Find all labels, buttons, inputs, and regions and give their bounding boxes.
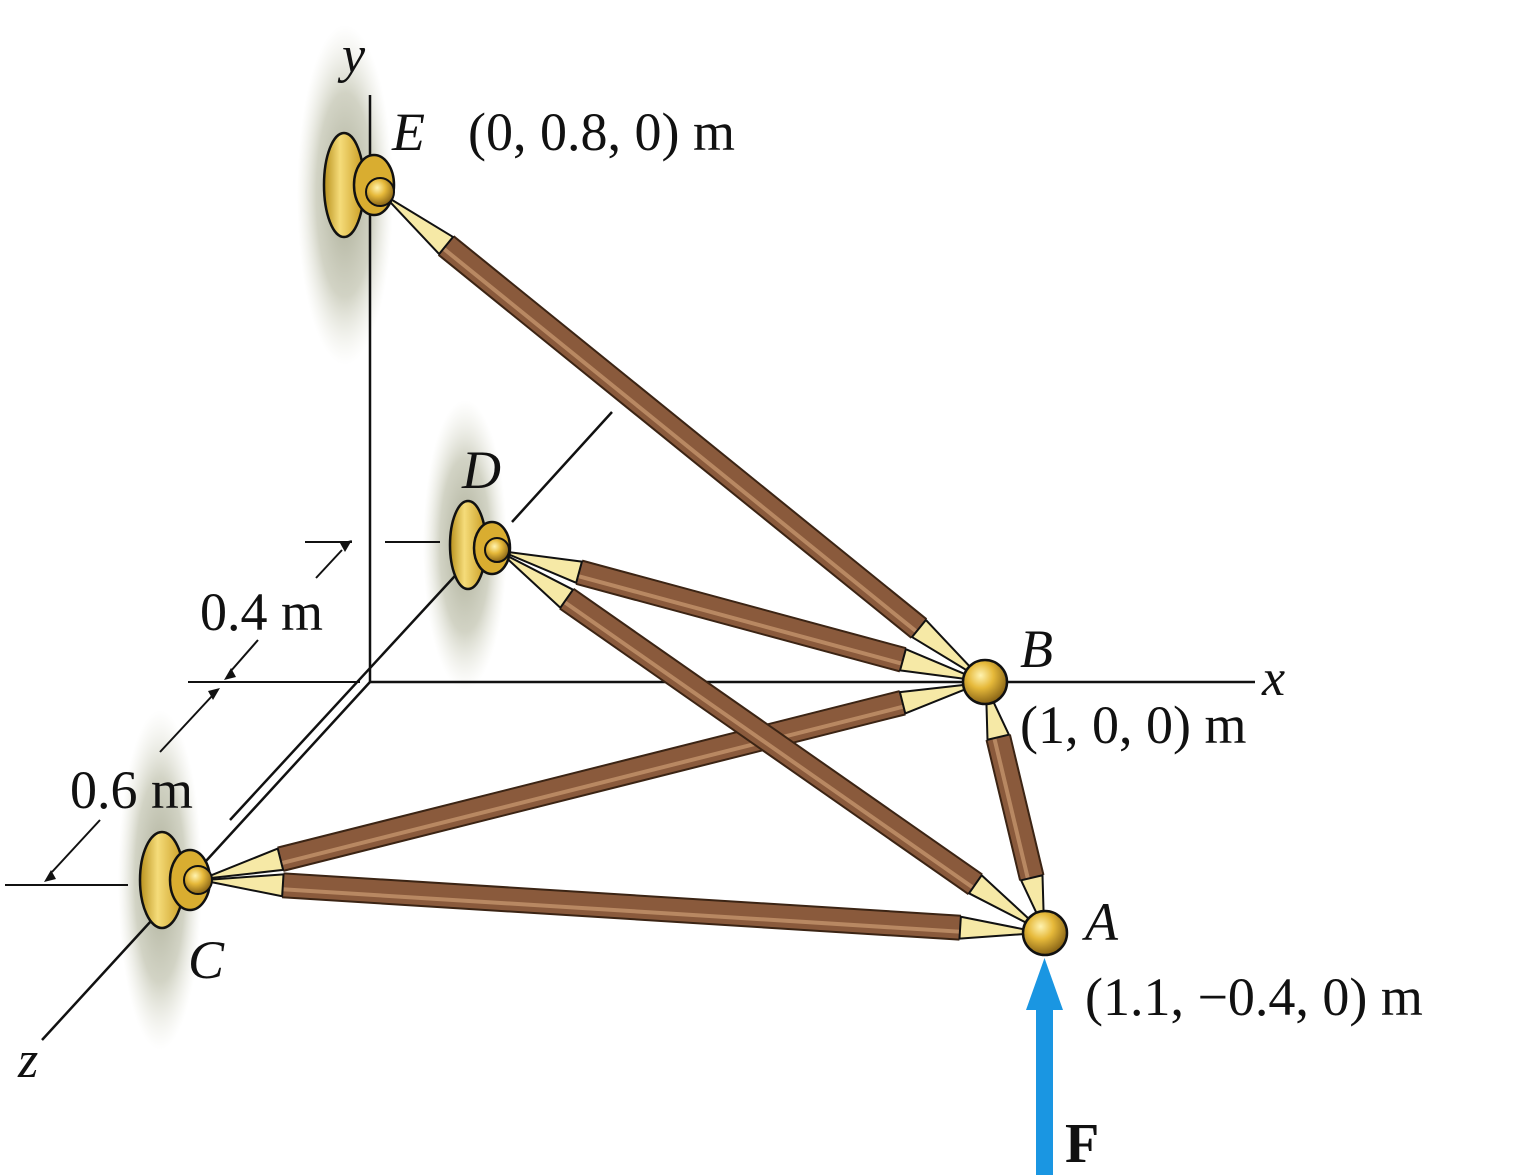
ref-line-upper (511, 411, 613, 523)
member-CA-highlight (282, 887, 961, 934)
member-DA-tip-A (968, 874, 1043, 932)
member-DB (499, 550, 983, 682)
dimension-label-06: 0.6 m (70, 760, 193, 820)
supports (138, 131, 1069, 957)
member-DB-highlight (577, 574, 903, 666)
member-DA-highlight (563, 600, 975, 890)
member-CA-tip-A (958, 915, 1043, 940)
force-label-F: F (1065, 1113, 1099, 1175)
force-arrowhead (1026, 958, 1063, 1010)
member-EB-tip-B (911, 618, 983, 681)
point-label-C: C (188, 930, 225, 990)
member-EB-rod (439, 236, 926, 638)
dim-line-04b (229, 639, 259, 673)
member-CA (200, 872, 1043, 941)
member-BA-highlight (992, 737, 1030, 880)
support-E (322, 131, 396, 239)
d-leader-line (229, 564, 466, 821)
dim-line-04 (315, 549, 343, 579)
point-label-D: D (461, 440, 501, 500)
arrow-04-bottom (224, 668, 236, 680)
coords-B: (1, 0, 0) m (1020, 695, 1246, 755)
member-CA-tip-C (200, 873, 285, 898)
axis-label-z: z (17, 1032, 38, 1089)
member-DA-rod (560, 589, 982, 894)
arrow-06-bottom (44, 870, 56, 882)
coords-E: (0, 0.8, 0) m (468, 102, 735, 162)
joint-B (961, 658, 1009, 706)
point-label-A: A (1082, 892, 1119, 952)
force-F-arrow (1026, 958, 1063, 1175)
member-BA (984, 684, 1046, 931)
dimension-lines (5, 541, 440, 886)
dimension-label-04: 0.4 m (200, 582, 323, 642)
member-DA (499, 551, 1043, 932)
member-DB-tip-D (499, 550, 583, 584)
truss-members (200, 193, 1046, 941)
dim-line-06 (159, 695, 213, 753)
joint-A (1021, 909, 1069, 957)
force-shaft (1036, 1005, 1053, 1175)
member-CB-highlight (280, 704, 905, 866)
support-C (138, 830, 213, 930)
member-CA-rod (282, 874, 961, 939)
member-DB-tip-B (899, 648, 983, 682)
axis-label-y: y (337, 27, 366, 84)
member-DB-rod (576, 561, 906, 671)
axis-label-x: x (1261, 650, 1285, 707)
member-CB (200, 681, 983, 881)
member-EB (382, 193, 983, 681)
member-EB-highlight (442, 247, 918, 634)
arrow-04-top (340, 540, 352, 552)
member-DA-tip-D (499, 551, 574, 609)
point-label-B: B (1020, 619, 1053, 679)
member-BA-rod (987, 734, 1043, 881)
coords-A: (1.1, −0.4, 0) m (1085, 967, 1423, 1027)
member-CB-tip-C (200, 847, 285, 881)
point-label-E: E (391, 102, 425, 162)
member-CB-rod (277, 692, 906, 870)
arrow-06-top (208, 688, 220, 700)
member-CB-tip-B (898, 681, 983, 715)
dim-line-06b (51, 819, 101, 873)
dimension-arrows (44, 540, 352, 882)
member-EB-tip-E (382, 193, 454, 256)
support-D (448, 499, 512, 591)
